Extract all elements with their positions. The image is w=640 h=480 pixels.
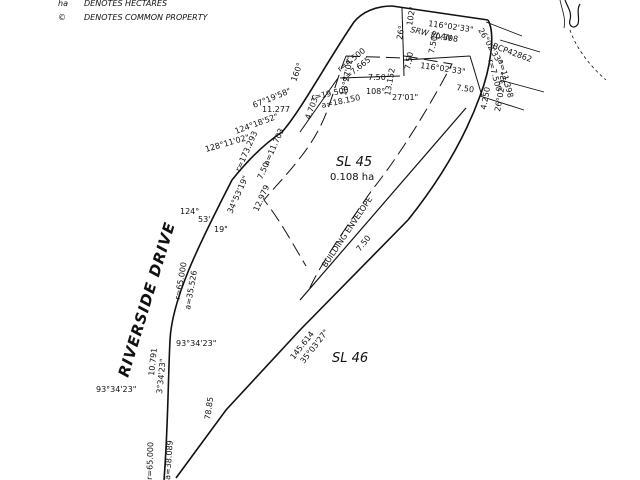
dim-label: r=65.000 <box>145 442 155 480</box>
dim-label: 10.791 <box>147 347 159 376</box>
dim-label: 53' <box>198 215 210 224</box>
dim-label: 116°02'33" <box>420 61 466 76</box>
dim-label: 124° <box>180 207 199 216</box>
natural-boundary <box>559 0 607 81</box>
dim-label: 93°34'23" <box>96 385 136 394</box>
dim-label: 19" <box>214 225 228 234</box>
legend-symbol-common: © <box>58 13 66 22</box>
legend-symbol-ha: ha <box>58 0 68 8</box>
dim-label: 160° <box>289 61 304 82</box>
lot-sl45-area: 0.108 ha <box>330 172 374 183</box>
lot-sl45-label: SL 45 <box>336 155 372 170</box>
dim-label: 102° <box>405 6 417 27</box>
dim-label: 7.50 <box>256 161 271 181</box>
dim-label: 7.50 <box>354 234 372 254</box>
dim-label: 7.50 <box>427 35 439 54</box>
dim-label: 7.50 <box>403 51 415 70</box>
dim-label: 93°34'23" <box>176 339 216 348</box>
legend-text-common-property: DENOTES COMMON PROPERTY <box>84 13 209 22</box>
dim-label: 108° <box>366 87 385 96</box>
dim-label: 7.50 <box>456 83 475 94</box>
dim-label: a=11.703 <box>262 127 286 167</box>
dim-label: 11.277 <box>262 105 290 114</box>
envelope-label: BUILDING ENVELOPE <box>320 195 374 269</box>
dim-label: 7.50 <box>368 73 386 82</box>
dim-label: 12.979 <box>252 184 272 213</box>
dim-label: 3°34'23" <box>155 358 168 394</box>
lot-sl46-label: SL 46 <box>332 351 368 366</box>
dim-label: 78.85 <box>203 396 215 420</box>
dim-label: a=38.089 <box>163 440 175 480</box>
building-envelope <box>263 55 453 293</box>
lot-sl45-boundary <box>163 5 545 480</box>
dim-label: 34°53'19" <box>226 174 251 215</box>
dim-label: 26° <box>395 25 406 41</box>
dim-label: 20.398 <box>430 31 459 44</box>
dim-label: 27'01" <box>392 93 418 102</box>
legend-text-hectares: DENOTES HECTARES <box>84 0 167 8</box>
dim-label: 4.250 <box>479 86 492 110</box>
legend: ha DENOTES HECTARES © DENOTES COMMON PRO… <box>58 0 209 22</box>
